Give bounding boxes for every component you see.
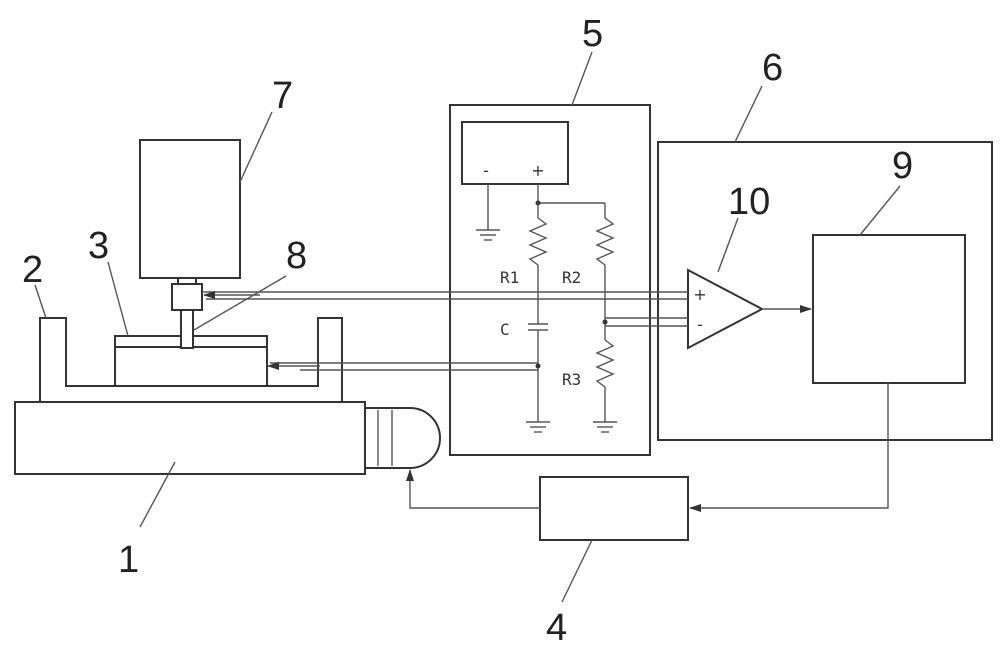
callout-10: 10 — [728, 181, 770, 223]
leader-line-10 — [717, 217, 739, 273]
op-amp-minus-label: - — [697, 315, 703, 334]
drive-motor — [364, 407, 441, 469]
processor-unit — [812, 234, 966, 384]
dc-source-plus-label: + — [531, 161, 544, 180]
leader-line-1 — [139, 461, 176, 528]
resistor-r2-label: R2 — [562, 268, 581, 287]
leader-line-7 — [239, 111, 273, 183]
resistor-r1-label: R1 — [500, 268, 519, 287]
callout-9: 9 — [892, 145, 913, 187]
callout-6: 6 — [762, 47, 783, 89]
junction-dot — [602, 319, 608, 325]
callout-1: 1 — [118, 539, 139, 581]
wire-processor-to-drive — [689, 383, 889, 512]
control-module — [657, 141, 993, 441]
resistor-r3-label: R3 — [562, 370, 581, 389]
callout-3: 3 — [88, 225, 109, 267]
callout-7: 7 — [272, 75, 293, 117]
op-amp-plus-label: + — [693, 285, 706, 304]
leader-line-3 — [107, 261, 129, 337]
drive-controller — [539, 476, 689, 541]
leader-line-6 — [734, 85, 763, 143]
leader-line-2 — [34, 284, 47, 319]
op-amp-comparator — [687, 268, 765, 350]
wire-drive-to-motor — [406, 469, 540, 509]
leader-line-4 — [561, 539, 593, 603]
ground-symbol — [476, 229, 500, 241]
spindle-head — [139, 139, 241, 279]
resistor-r1 — [528, 217, 548, 266]
callout-5: 5 — [582, 13, 603, 55]
leader-line-8 — [193, 275, 287, 331]
ground-symbol — [526, 421, 550, 433]
electrode-tool — [180, 309, 194, 349]
junction-dot — [535, 363, 541, 369]
resistor-r3 — [595, 339, 615, 388]
spindle-chuck — [171, 283, 203, 311]
dc-source — [461, 121, 569, 185]
dc-source-minus-label: - — [483, 161, 489, 180]
callout-8: 8 — [286, 235, 307, 277]
ground-symbol — [593, 421, 617, 433]
callout-2: 2 — [22, 249, 43, 291]
capacitor-label: C — [500, 320, 510, 339]
resistor-r2 — [595, 217, 615, 266]
leader-line-5 — [571, 51, 593, 106]
callout-4: 4 — [546, 607, 567, 645]
leader-line-9 — [859, 185, 901, 236]
machine-base — [14, 401, 366, 475]
